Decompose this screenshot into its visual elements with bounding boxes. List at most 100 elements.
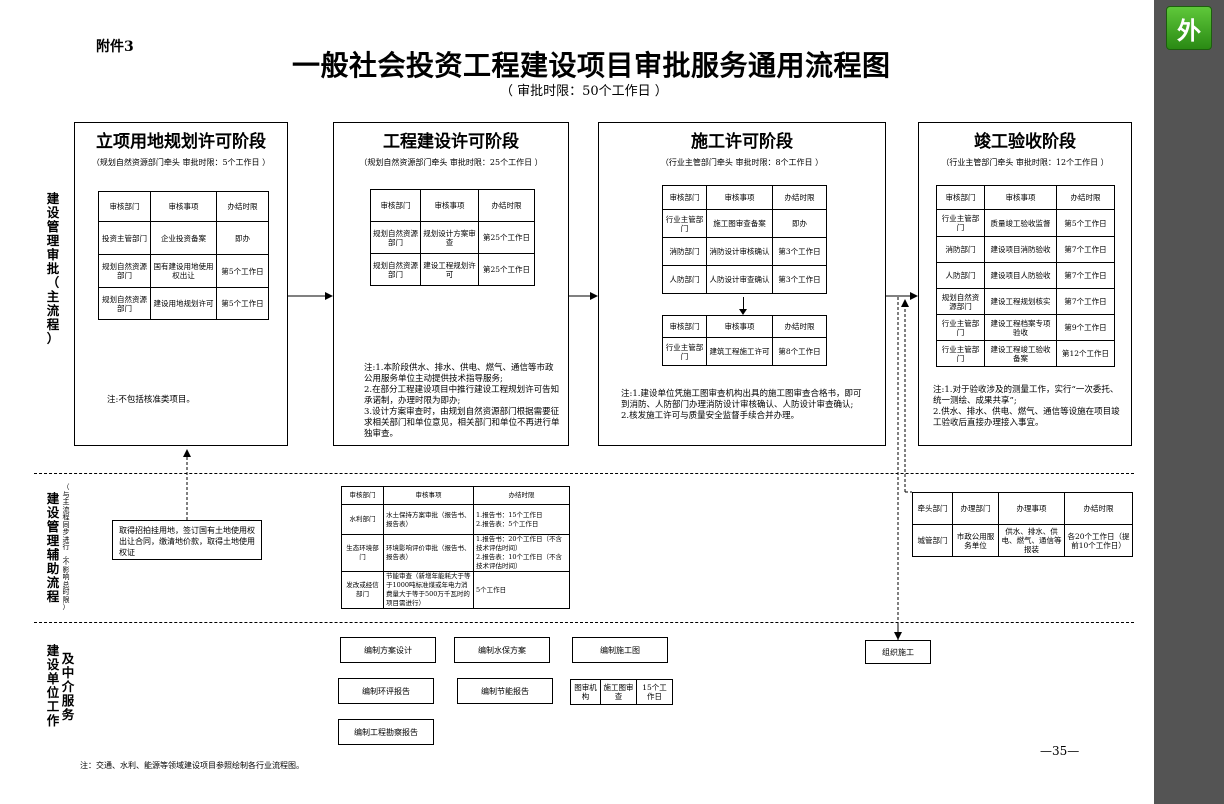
label-char: 工	[46, 699, 60, 714]
stage-box-2: 工程建设许可阶段 （规划自然资源部门牵头 审批时限：25个工作日 ） 审核部门审…	[333, 122, 569, 446]
label-char: 作	[46, 713, 60, 728]
land-acquisition-box: 取得招拍挂用地，签订国有土地使用权出让合同，缴清地价款，取得土地使用权证	[112, 520, 262, 560]
label-char: 进	[62, 535, 70, 544]
table-cell: 行业主管部门	[936, 314, 985, 341]
table-header-cell: 审核部门	[936, 185, 985, 210]
table-cell: 人防设计审查确认	[706, 265, 773, 294]
label-char: 响	[62, 573, 70, 581]
table-cell: 城管部门	[912, 524, 953, 557]
label-char: ）	[46, 331, 60, 346]
row-label-main: 建设管理审批（主流程）	[45, 192, 61, 346]
table-header-cell: 办理部门	[952, 492, 999, 525]
table-cell: 第3个工作日	[772, 237, 827, 266]
label-char: 服	[61, 693, 75, 708]
table-cell: 发改或经信部门	[341, 571, 384, 609]
stage-box-3: 施工许可阶段 （行业主管部门牵头 审批时限：8个工作日 ） 审核部门审核事项办结…	[598, 122, 886, 446]
label-char: 与	[62, 490, 70, 499]
table-header-cell: 办结时限	[216, 191, 269, 222]
table-cell: 图审机构	[570, 679, 601, 705]
prepare-design-box: 编制方案设计	[340, 637, 436, 663]
label-char: 务	[61, 707, 75, 722]
table-cell: 5个工作日	[473, 571, 570, 609]
table-cell: 水利部门	[341, 504, 384, 535]
organize-construction-box: 组织施工	[865, 640, 931, 664]
table-cell: 水土保持方案审批（报告书、报告表）	[383, 504, 474, 535]
table-cell: 第25个工作日	[478, 221, 535, 254]
table-cell: 即办	[772, 209, 827, 238]
table-cell: 第7个工作日	[1056, 288, 1115, 315]
stage-table-2: 审核部门审核事项办结时限 行业主管部门建筑工程施工许可第8个工作日	[662, 315, 827, 366]
table-cell: 人防部门	[662, 265, 707, 294]
label-char: 不	[62, 558, 70, 566]
stage-note: 注:1.建设单位凭施工图审查机构出具的施工图审查合格书，即可到消防、人防部门办理…	[621, 389, 862, 421]
label-char: 建	[46, 191, 60, 206]
stage-title: 竣工验收阶段	[974, 132, 1076, 152]
label-char: 程	[46, 317, 60, 332]
stage-title: 工程建设许可阶段	[383, 132, 519, 152]
stage-subtitle: （行业主管部门牵头 审批时限：8个工作日 ）	[660, 158, 824, 167]
external-badge[interactable]: 外	[1166, 6, 1212, 50]
table-header-cell: 办结时限	[473, 486, 570, 505]
table-header-cell: 审核事项	[383, 486, 474, 505]
table-cell: 规划自然资源部门	[370, 253, 421, 286]
stage-table: 审核部门审核事项办结时限 规划自然资源部门规划设计方案审查第25个工作日 规划自…	[370, 189, 535, 286]
label-char: 助	[46, 561, 60, 576]
table-cell: 行业主管部门	[662, 209, 707, 238]
table-cell: 第12个工作日	[1056, 340, 1115, 367]
stage-subtitle: （规划自然资源部门牵头 审批时限：25个工作日 ）	[359, 158, 543, 167]
table-cell: 供水、排水、供电、燃气、通信等报装	[998, 524, 1065, 557]
table-cell: 市政公用服务单位	[952, 524, 999, 557]
table-cell: 规划自然资源部门	[98, 287, 151, 320]
table-cell: 建设项目消防验收	[984, 236, 1057, 263]
label-char: 及	[61, 651, 75, 666]
prepare-soil-plan-box: 编制水保方案	[454, 637, 550, 663]
label-char: 理	[46, 233, 60, 248]
label-char: （	[62, 483, 70, 491]
table-cell: 第8个工作日	[772, 337, 827, 366]
table-cell: 生态环境部门	[341, 534, 384, 572]
footer-note: 注：交通、水利、能源等领域建设项目参照绘制各行业流程图。	[80, 761, 304, 770]
prepare-construction-drawing-box: 编制施工图	[572, 637, 668, 663]
table-cell: 第5个工作日	[216, 254, 269, 288]
stage-table: 审核部门审核事项办结时限 行业主管部门质量竣工验收监督第5个工作日 消防部门建设…	[936, 185, 1115, 367]
label-char: 管	[46, 219, 60, 234]
label-char: 建	[46, 643, 60, 658]
row-separator	[34, 622, 1134, 623]
label-char: 辅	[46, 547, 60, 562]
flow-arrow-line	[743, 297, 744, 311]
table-cell: 施工图审查备案	[706, 209, 773, 238]
label-char: 批	[46, 261, 60, 276]
table-cell: 规划自然资源部门	[98, 254, 151, 288]
table-cell: 1.报告书：15个工作日 2.报告表：5个工作日	[473, 504, 570, 535]
table-header-cell: 审核部门	[662, 185, 707, 210]
table-cell: 1.报告书：20个工作日（不含技术评估时间） 2.报告表：10个工作日（不含技术…	[473, 534, 570, 572]
label-char: 建	[46, 491, 60, 506]
stage-title: 施工许可阶段	[691, 132, 793, 152]
table-cell: 规划设计方案审查	[420, 221, 479, 254]
stage-subtitle: （规划自然资源部门牵头 审批时限：5个工作日 ）	[91, 158, 271, 167]
table-cell: 国有建设用地使用权出让	[150, 254, 217, 288]
label-char: 时	[62, 588, 70, 596]
row-label-aux: 建设管理辅助流程	[45, 492, 61, 604]
label-char: 理	[46, 533, 60, 548]
stage-table: 审核部门审核事项办结时限 行业主管部门施工图审查备案即办 消防部门消防设计审核确…	[662, 185, 827, 294]
table-cell: 施工图审查	[600, 679, 637, 705]
label-char: 行	[62, 543, 70, 551]
prepare-survey-report-box: 编制工程勘察报告	[338, 719, 434, 745]
row-label-unit-b: 及中介服务	[60, 652, 76, 722]
label-char: 审	[46, 247, 60, 262]
label-char: 程	[46, 589, 60, 604]
page-subtitle: （ 审批时限：50个工作日 ）	[500, 84, 668, 99]
flow-arrow-head	[739, 309, 747, 315]
label-char: 主	[46, 289, 60, 304]
label-char: 管	[46, 519, 60, 534]
label-char: 同	[62, 520, 70, 529]
table-cell: 第5个工作日	[216, 287, 269, 320]
stage-table: 审核部门审核事项办结时限 投资主管部门企业投资备案即办 规划自然资源部门国有建设…	[98, 191, 269, 320]
label-char: 主	[62, 498, 70, 506]
page-number: —35—	[1040, 744, 1080, 758]
label-char: 流	[46, 575, 60, 590]
table-header-cell: 办结时限	[1064, 492, 1133, 525]
table-header-cell: 办理事项	[998, 492, 1065, 525]
